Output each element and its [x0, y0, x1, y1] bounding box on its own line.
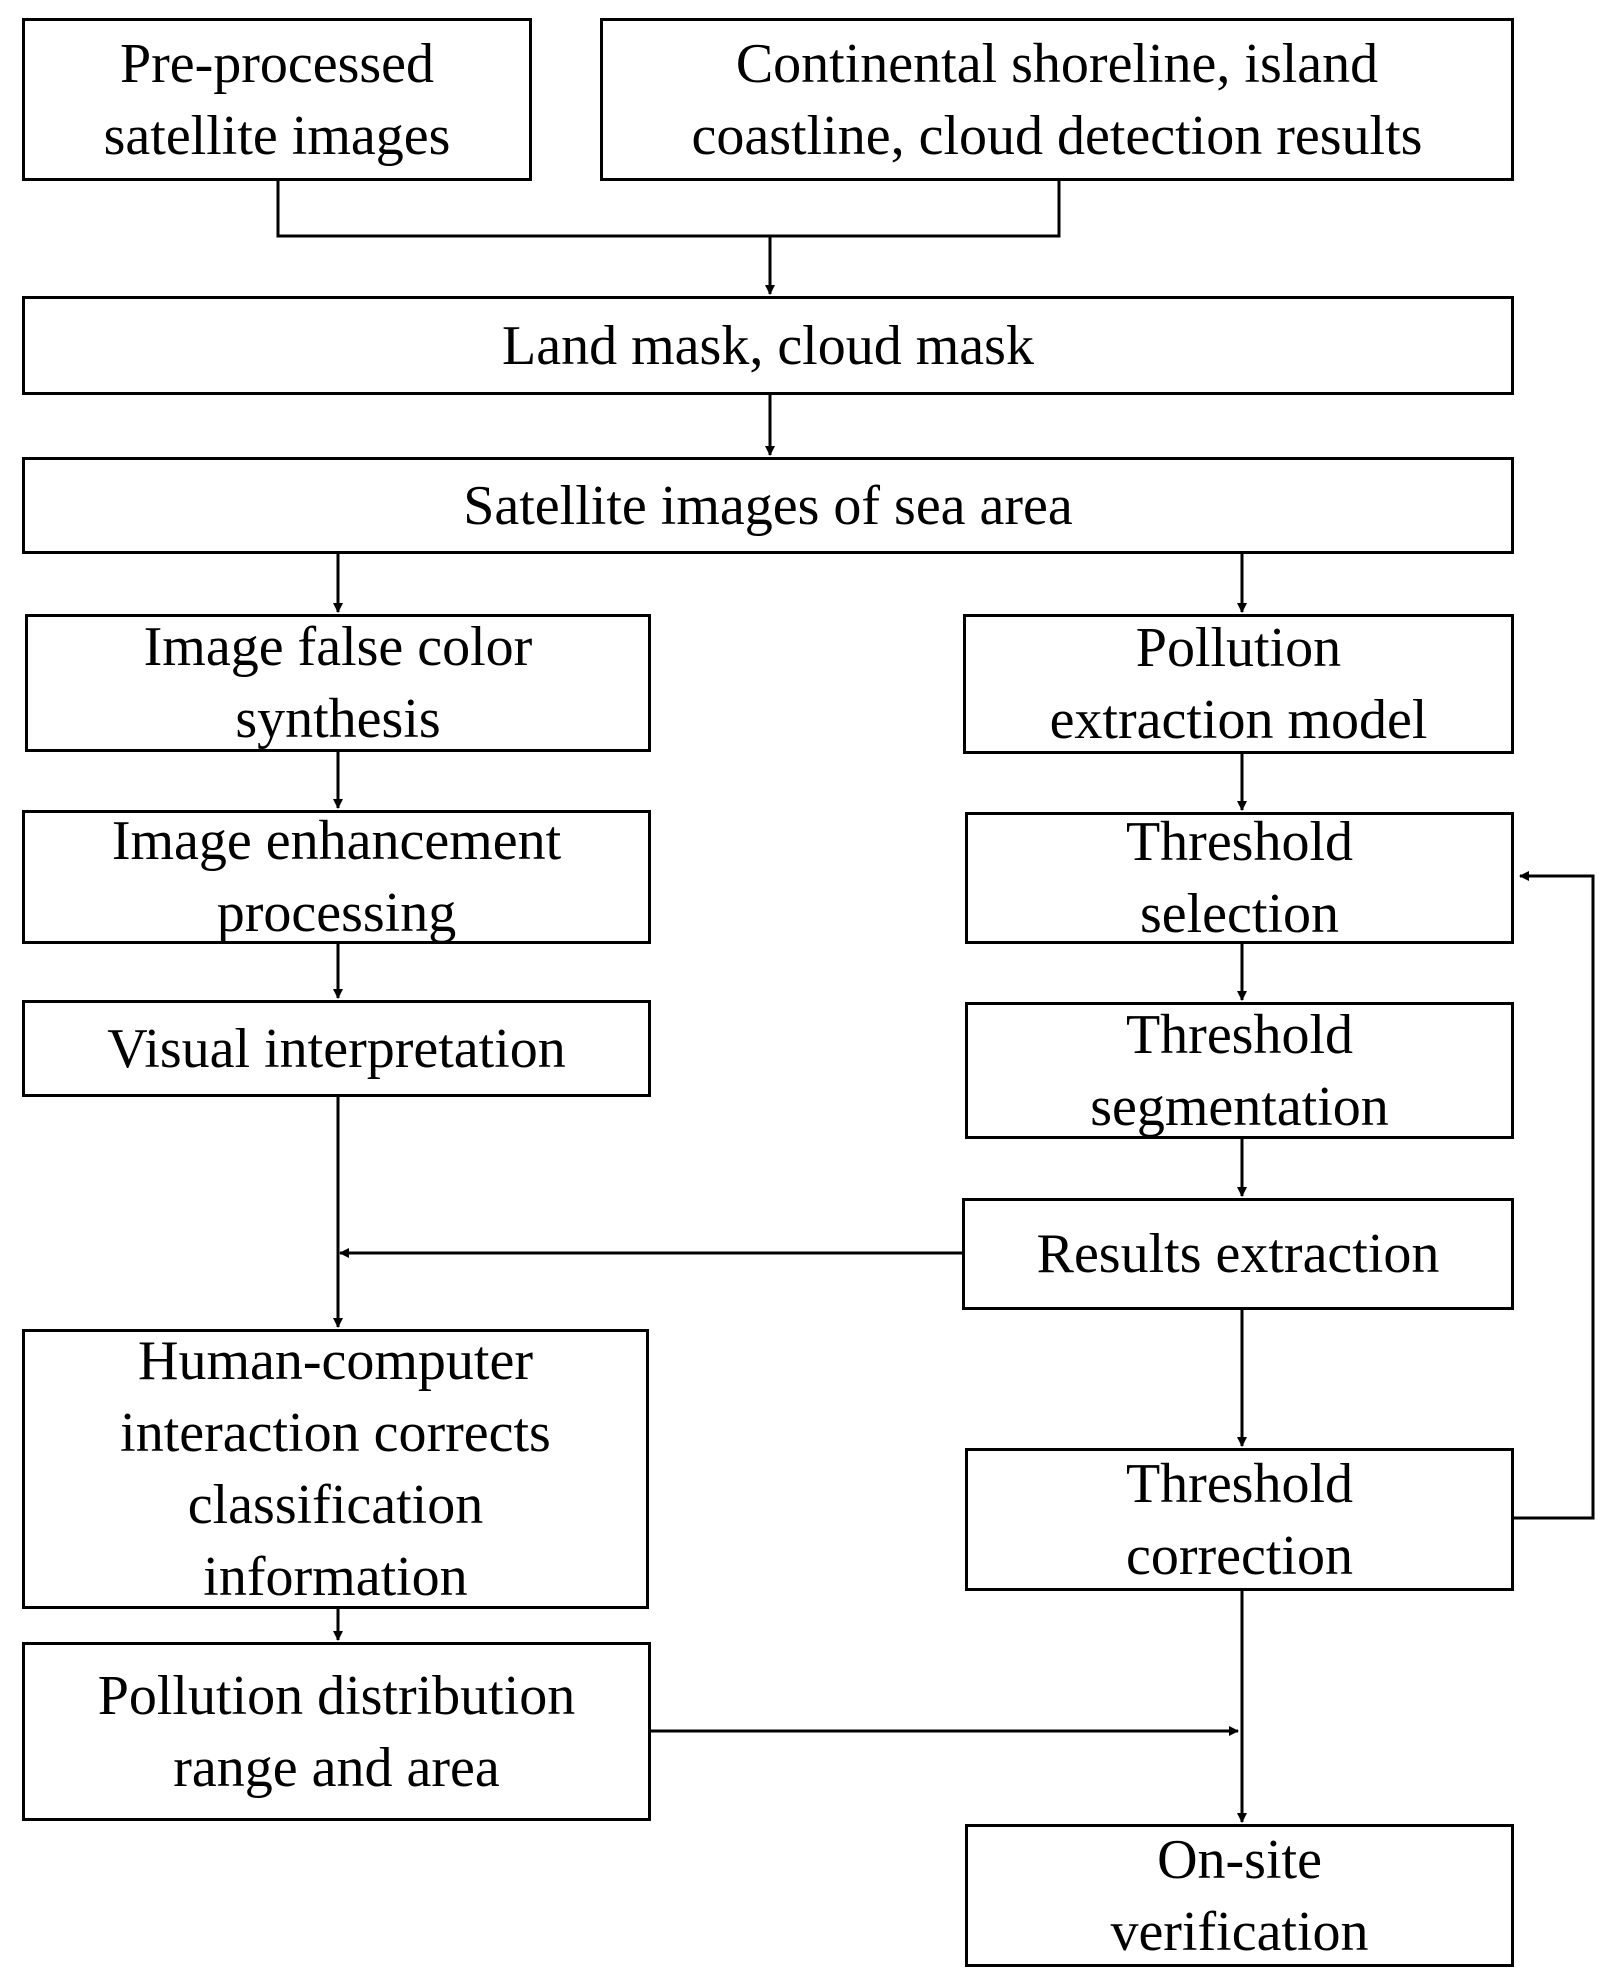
threshold-selection-label-line-2: selection [1139, 883, 1340, 945]
distribution-label-line-1: Pollution distribution [97, 1664, 576, 1727]
pollution-model-label-line-2: extraction model [1049, 689, 1428, 751]
threshold-segmentation-label-line-1: Threshold [1125, 1003, 1354, 1066]
false-color-synthesis-box: Image false color synthesis [25, 614, 651, 752]
results-extraction-box: Results extraction [962, 1198, 1514, 1310]
hci-label-line-3: classification [187, 1474, 484, 1536]
enhancement-label-line-1: Image enhancement [111, 810, 562, 872]
image-enhancement-box: Image enhancement processing [22, 810, 651, 944]
on-site-verification-box: On-site verification [965, 1824, 1514, 1967]
visual-interpretation-box: Visual interpretation [22, 1000, 651, 1097]
onsite-label-line-2: verification [1110, 1900, 1369, 1963]
preprocessed-images-box: Pre-processed satellite images [22, 18, 532, 181]
pollution-model-label-line-1: Pollution [1135, 617, 1342, 679]
shoreline-cloud-results-box: Continental shoreline, island coastline,… [600, 18, 1514, 181]
false-color-label-line-2: synthesis [235, 688, 441, 750]
false-color-label-line-1: Image false color [143, 616, 533, 678]
onsite-label-line-1: On-site [1157, 1828, 1322, 1891]
threshold-selection-box: Threshold selection [965, 811, 1514, 945]
shoreline-label-line-2: coastline, cloud detection results [691, 104, 1423, 167]
shoreline-label-line-1: Continental shoreline, island [735, 32, 1379, 95]
sea-area-images-box: Satellite images of sea area [22, 457, 1514, 554]
sea-area-label: Satellite images of sea area [463, 474, 1073, 537]
threshold-correction-label-line-1: Threshold [1125, 1452, 1354, 1515]
hci-label-line-1: Human-computer [138, 1330, 533, 1392]
land-mask-label: Land mask, cloud mask [502, 314, 1034, 377]
threshold-correction-box: Threshold correction [965, 1448, 1514, 1591]
enhancement-label-line-2: processing [216, 882, 457, 944]
threshold-selection-label-line-1: Threshold [1125, 811, 1354, 873]
connector-preprocessed-merge [276, 181, 1061, 238]
land-cloud-mask-box: Land mask, cloud mask [22, 296, 1514, 395]
threshold-correction-label-line-2: correction [1126, 1524, 1353, 1587]
distribution-label-line-2: range and area [173, 1736, 500, 1799]
visual-interpretation-label: Visual interpretation [107, 1017, 566, 1080]
threshold-segmentation-label-line-2: segmentation [1090, 1075, 1389, 1138]
preprocessed-label-line-1: Pre-processed [119, 32, 435, 95]
pollution-extraction-model-box: Pollution extraction model [963, 614, 1514, 754]
preprocessed-label-line-2: satellite images [103, 104, 451, 167]
hci-label-line-4: information [203, 1546, 468, 1608]
arrow-threshold-correction-feedback [1514, 871, 1595, 1520]
hci-label-line-2: interaction corrects [120, 1402, 551, 1464]
results-extraction-label: Results extraction [1036, 1223, 1440, 1285]
human-computer-interaction-box: Human-computer interaction corrects clas… [22, 1329, 649, 1609]
pollution-distribution-box: Pollution distribution range and area [22, 1642, 651, 1821]
threshold-segmentation-box: Threshold segmentation [965, 1002, 1514, 1139]
